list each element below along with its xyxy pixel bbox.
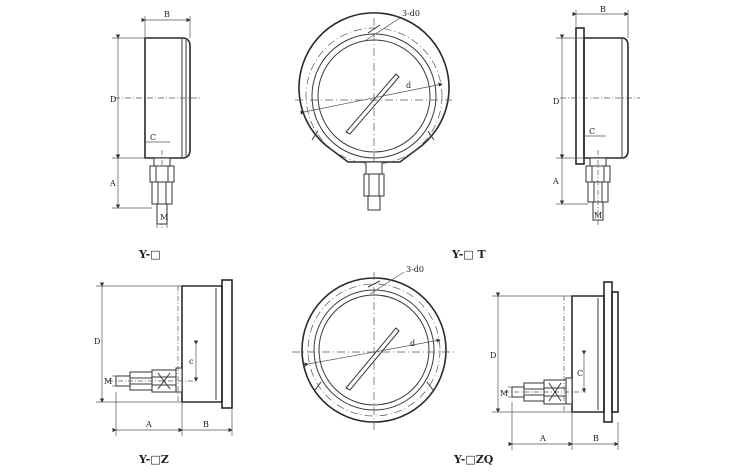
pointer-needle — [345, 327, 400, 391]
hex-nut — [363, 173, 385, 197]
dim-m-label: M — [594, 211, 602, 220]
dim-m-label: M — [500, 389, 508, 398]
dim-a-label: A — [109, 179, 116, 188]
caption-y-t: Y-□ T — [451, 248, 487, 261]
front-bezel — [221, 279, 233, 409]
figure-y-z: D c M A B Y-□Z — [94, 279, 233, 466]
back-flange — [575, 27, 585, 165]
dim-d-label: D — [94, 337, 100, 346]
figure-y-zq: D C M A B — [490, 281, 619, 450]
figure-y-front-flange: d 3-d0 — [292, 265, 456, 430]
figure-y-radial: B D C A M Y-□ — [109, 10, 202, 261]
caption-y-zq: Y-□ZQ — [453, 453, 494, 466]
caption-y: Y-□ — [138, 248, 161, 261]
caption-y-z: Y-□Z — [138, 453, 169, 466]
dim-d-label: d — [406, 81, 411, 90]
front-flange — [603, 281, 613, 423]
dim-b-label: B — [593, 434, 599, 443]
dim-d-label: d — [410, 339, 415, 348]
dim-holes-label: 3-d0 — [402, 9, 420, 18]
dim-a-label: A — [145, 420, 152, 429]
thread — [156, 203, 168, 225]
dim-d-label: D — [110, 95, 116, 104]
dim-m-label: M — [104, 377, 112, 386]
case-body — [181, 285, 223, 403]
dim-b-label: B — [164, 10, 170, 19]
pointer-needle — [345, 73, 400, 135]
dim-holes-label: 3-d0 — [406, 265, 424, 274]
case-body — [571, 295, 605, 413]
dim-d-label: D — [490, 351, 496, 360]
dim-b-label: B — [203, 420, 209, 429]
figure-y-t: d 3-d0 Y-□ T — [295, 9, 487, 261]
dim-c-label: C — [577, 369, 583, 378]
dim-m-label: M — [160, 213, 168, 222]
dim-c-label: C — [589, 127, 595, 136]
thread — [367, 195, 381, 211]
case-body — [144, 37, 191, 159]
dim-a-label: A — [552, 177, 559, 186]
dim-d-label: D — [553, 97, 559, 106]
dim-c-label: c — [189, 357, 194, 366]
dim-a-label: A — [539, 434, 546, 443]
figure-y-flange-radial: B D C A M — [552, 5, 640, 226]
dim-b-label: B — [600, 5, 606, 14]
dim-c-label: C — [150, 133, 156, 142]
hex-nut — [149, 165, 175, 183]
front-bezel — [611, 291, 619, 413]
outer-flange — [298, 12, 450, 163]
case-body — [583, 37, 629, 159]
